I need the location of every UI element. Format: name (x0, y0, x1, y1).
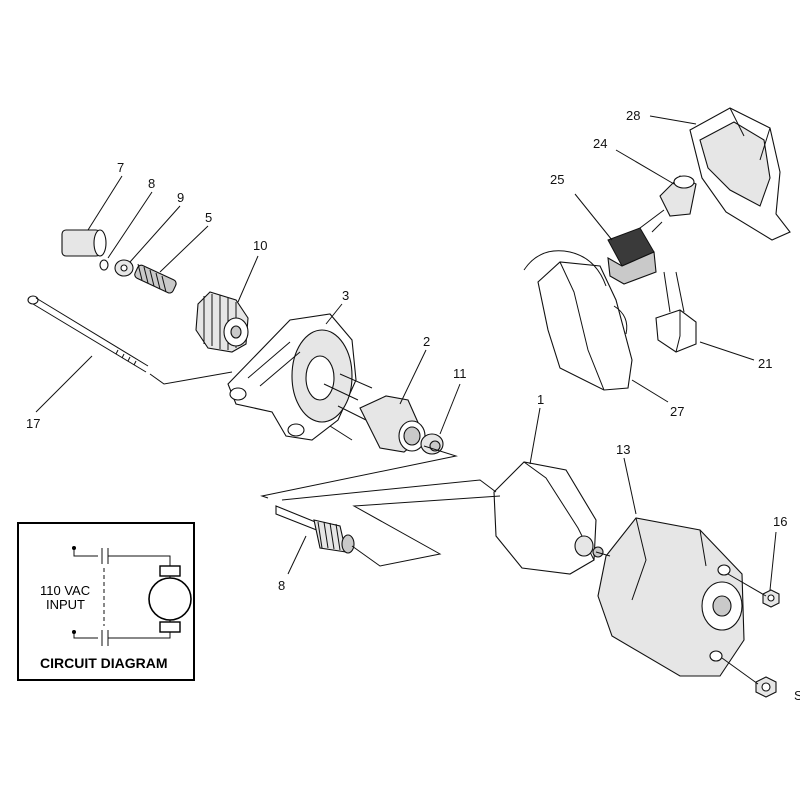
callout-labels: 7 8 9 5 10 3 2 11 1 13 16 17 8 27 21 25 … (26, 108, 800, 703)
callout-2: 2 (423, 334, 430, 349)
part-17-bolt (27, 295, 149, 373)
callout-21: 21 (758, 356, 772, 371)
assembly-path-lines (149, 221, 767, 685)
part-9-shaft (275, 505, 355, 554)
callout-11: 11 (453, 366, 467, 381)
part-8-washer (114, 259, 134, 277)
part-nut-lower (755, 676, 777, 698)
callout-9: 8 (278, 578, 285, 593)
part-16-nut (762, 589, 780, 608)
callout-8: 9 (177, 190, 184, 205)
part-2-sleeve (359, 395, 426, 453)
part-1-gearbox (493, 461, 604, 575)
edge-mark: S (794, 688, 800, 703)
callout-13: 13 (616, 442, 630, 457)
circuit-title: CIRCUIT DIAGRAM (40, 655, 168, 671)
callout-3: 3 (342, 288, 349, 303)
callout-16: 16 (773, 514, 787, 529)
callout-5: 5 (205, 210, 212, 225)
part-27-switch-housing (523, 250, 633, 391)
motor-symbol (148, 565, 192, 633)
callout-24: 24 (593, 136, 607, 151)
part-21-connector (655, 271, 697, 353)
callout-7: 8 (148, 176, 155, 191)
part-13-motor (597, 517, 745, 677)
callout-10: 10 (253, 238, 267, 253)
callout-1: 1 (537, 392, 544, 407)
circuit-diagram-inset: 110 VAC INPUT CIRCUIT DIAGRAM (17, 522, 195, 681)
part-6-cap (61, 229, 107, 257)
callout-27: 27 (670, 404, 684, 419)
part-10-impeller (195, 291, 249, 353)
part-5-spring (134, 263, 177, 294)
part-28-cover (689, 107, 791, 241)
callout-25: 25 (550, 172, 564, 187)
part-24-plug (659, 175, 697, 217)
part-25-switch (607, 209, 665, 285)
part-7-ring (99, 259, 109, 271)
part-3-housing (227, 313, 357, 441)
input-label-line2: INPUT (46, 597, 85, 612)
callout-17: 17 (26, 416, 40, 431)
input-label-line1: 110 VAC (40, 583, 90, 598)
callout-6: 7 (117, 160, 124, 175)
leader-lines (35, 115, 777, 591)
callout-28: 28 (626, 108, 640, 123)
